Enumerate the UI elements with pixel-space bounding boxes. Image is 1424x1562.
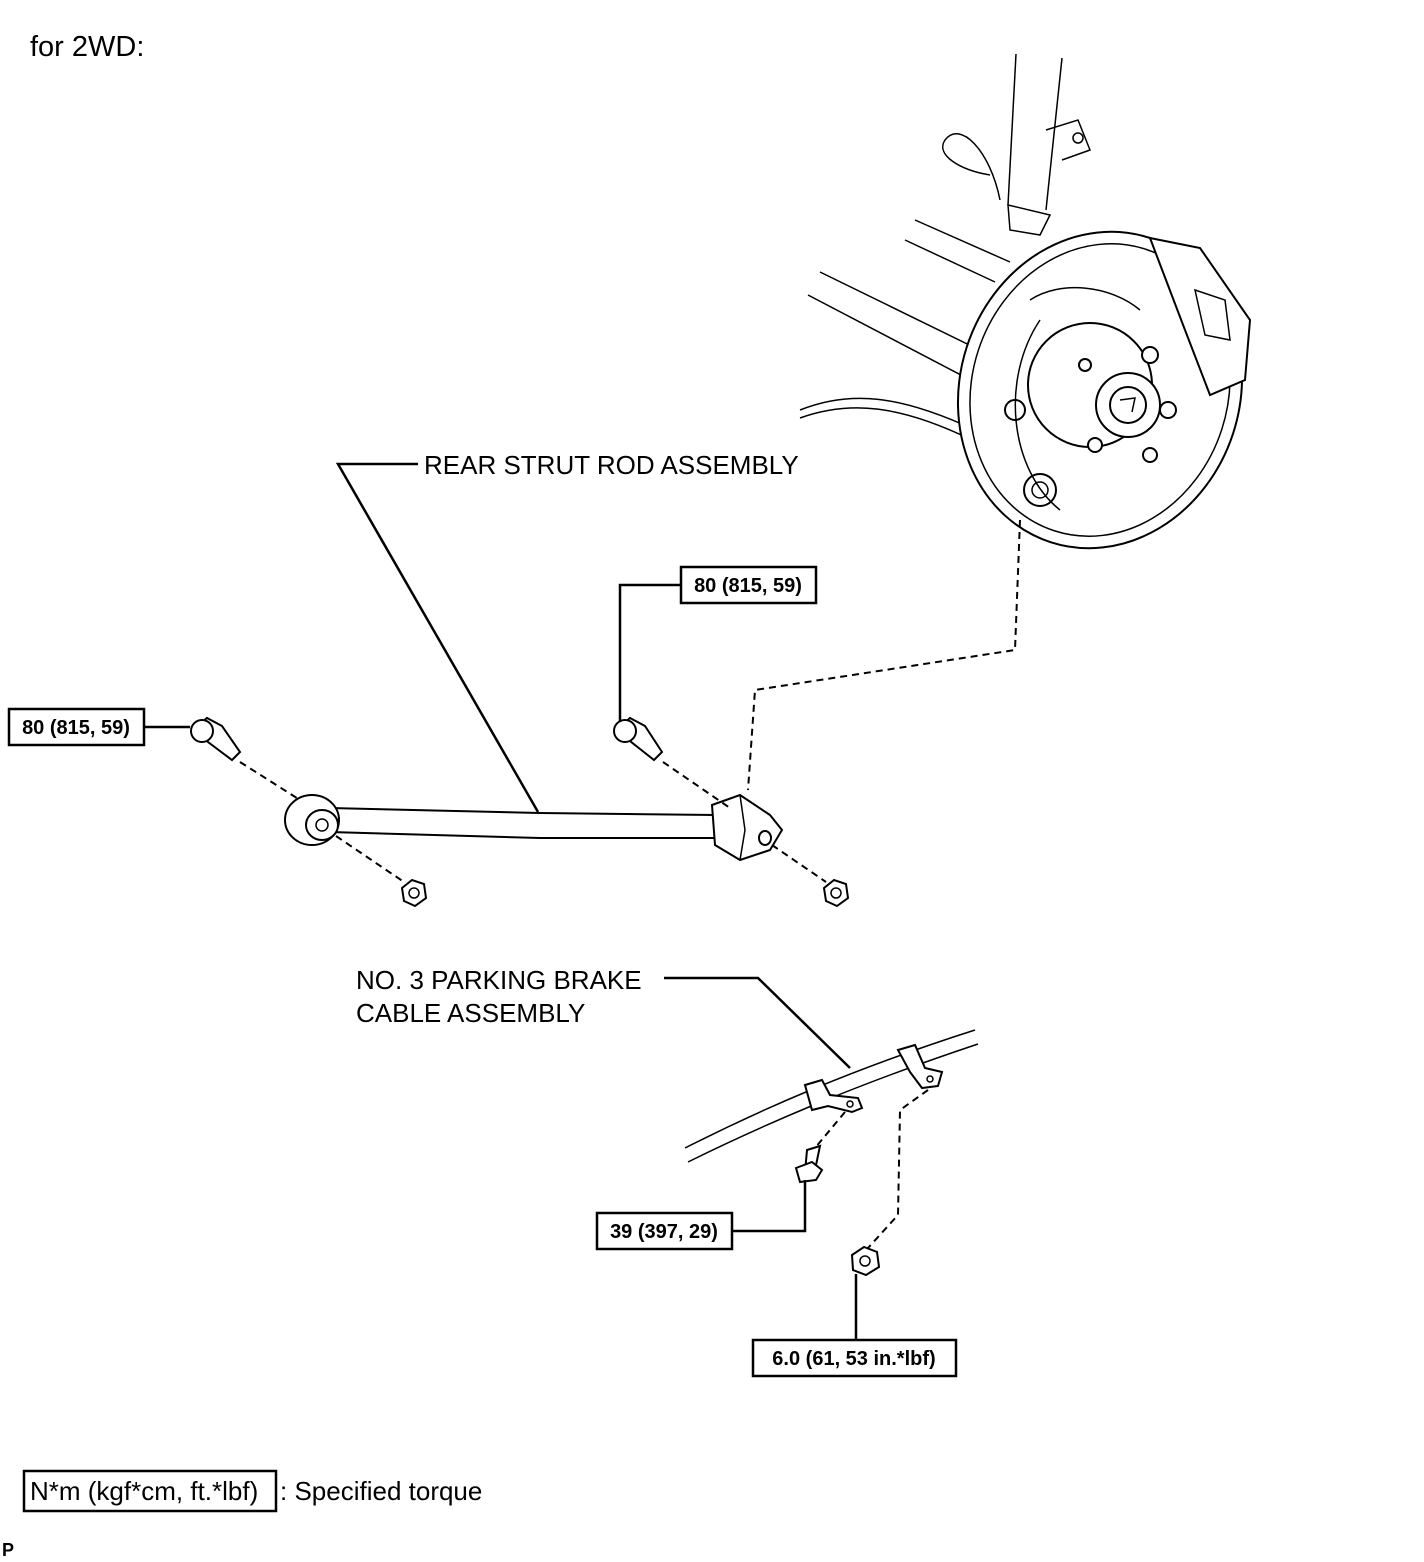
strut-rod-label: REAR STRUT ROD ASSEMBLY: [424, 450, 799, 480]
strut-rod-front-bolt-icon: [190, 716, 242, 762]
hub-to-rod-guide-line: [747, 519, 1021, 791]
cable-label-line1: NO. 3 PARKING BRAKE: [356, 965, 642, 995]
legend-unit: N*m (kgf*cm, ft.*lbf): [30, 1476, 258, 1506]
torque-box-rear-bolt: [679, 565, 818, 605]
cable-nut-icon: [850, 1245, 881, 1277]
strut-rod-front-nut-icon: [400, 878, 428, 908]
torque-value-rear-bolt: 80 (815, 59): [694, 575, 802, 597]
corner-mark: P: [2, 1540, 14, 1560]
cable-leader-line: [664, 976, 851, 1069]
torque-value-front-bolt: 80 (815, 59): [22, 717, 130, 739]
legend-unit-box: [22, 1469, 278, 1513]
diagram-heading: for 2WD:: [30, 31, 144, 63]
strut-rod-rear-nut-icon: [822, 878, 850, 908]
torque-box-cable-bolt: [595, 1211, 734, 1251]
torque-value-cable-nut: 6.0 (61, 53 in.*lbf): [772, 1348, 935, 1370]
cable-bolt-icon: [794, 1144, 824, 1184]
strut-rod-rear-bolt-icon: [613, 716, 664, 762]
torque-value-cable-bolt: 39 (397, 29): [610, 1221, 718, 1243]
strut-rod-leader-line: [335, 462, 540, 813]
rear-strut-rod: [284, 793, 784, 862]
cable-label-line2: CABLE ASSEMBLY: [356, 998, 585, 1028]
legend-text: : Specified torque: [280, 1476, 482, 1506]
rear-axle-hub-illustration: [799, 53, 1252, 550]
parking-brake-cable: [684, 1029, 979, 1163]
torque-box-front-bolt: [7, 707, 146, 747]
torque-box-cable-nut: [751, 1338, 958, 1378]
